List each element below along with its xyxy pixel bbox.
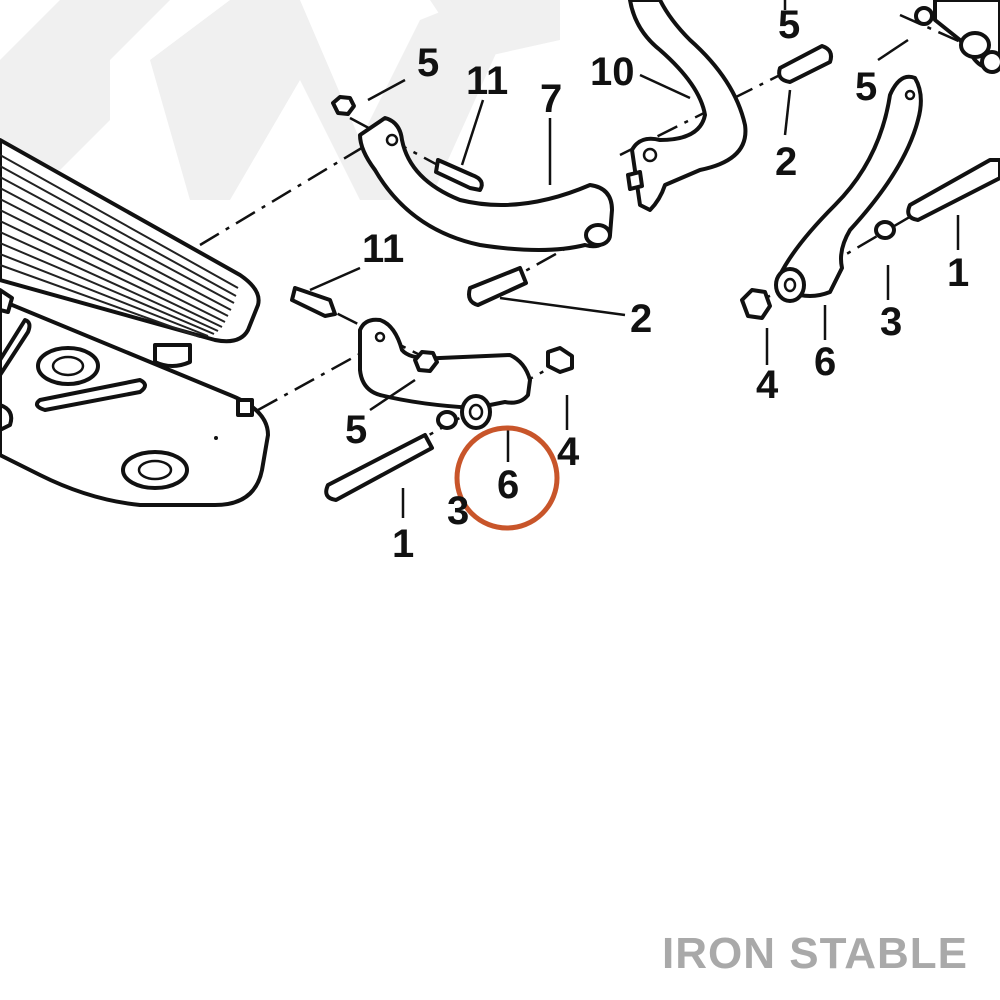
pad-stud — [153, 343, 192, 368]
screw-2-right — [777, 44, 833, 84]
brand-watermark: IRON STABLE — [662, 929, 968, 978]
nut-top — [331, 95, 356, 116]
callout-labels: 5 11 7 10 5 2 5 11 2 1 3 4 6 5 4 6 3 1 — [345, 3, 969, 566]
bolt-1-mid — [324, 433, 434, 502]
callout-3-right: 3 — [880, 300, 902, 344]
callout-7: 7 — [540, 77, 562, 121]
callout-4-right: 4 — [756, 363, 779, 407]
callout-11-mid: 11 — [362, 227, 404, 271]
leader-lines — [309, 0, 960, 518]
callout-6-right: 6 — [814, 340, 836, 384]
fasteners — [290, 44, 1000, 502]
callout-1-right: 1 — [947, 251, 969, 295]
callout-1-mid: 1 — [392, 522, 414, 566]
callout-11-top: 11 — [466, 59, 508, 103]
callout-6-highlight: 6 — [497, 463, 519, 507]
bolt-11-top — [434, 158, 484, 192]
screw-2-mid — [467, 266, 528, 307]
nut-mid — [413, 350, 439, 373]
highlight-circle — [454, 425, 560, 531]
callout-5-right: 5 — [855, 65, 877, 109]
callout-4-mid: 4 — [557, 430, 580, 474]
pan-slot — [35, 378, 147, 412]
bolt-11-mid — [290, 286, 337, 318]
callout-2-right: 2 — [775, 140, 797, 184]
flange-nut-right — [740, 288, 772, 320]
flange-nut-mid — [546, 346, 574, 374]
callout-5-mid: 5 — [345, 408, 367, 452]
floorboard-assembly — [0, 138, 270, 507]
washer-right — [874, 220, 896, 240]
callout-5-top: 5 — [417, 41, 439, 85]
pad-ridges — [0, 154, 239, 338]
corner-hardware — [914, 0, 1000, 74]
part-6-bushing-right — [774, 267, 806, 303]
pan-boss-1 — [121, 450, 189, 490]
bolt-1-right — [906, 158, 1000, 222]
part-7-bracket — [358, 116, 614, 252]
callout-2-mid: 2 — [630, 297, 652, 341]
part-10-bracket — [626, 0, 748, 212]
pan-boss-2 — [36, 346, 100, 386]
part-5-lower-bracket — [358, 317, 532, 430]
callout-3-mid: 3 — [447, 489, 469, 533]
callout-10: 10 — [590, 50, 635, 94]
callout-5-far-top: 5 — [778, 3, 800, 47]
part-6-bushing-mid — [460, 394, 492, 430]
washer-mid — [436, 410, 458, 430]
pan-slot-2 — [0, 318, 32, 377]
part-5-right-bracket — [774, 74, 923, 303]
